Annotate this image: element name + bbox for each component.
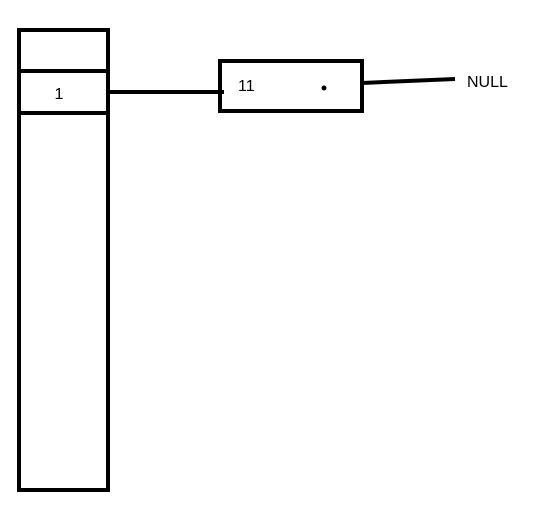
- pointer-line-node-to-null: [361, 77, 456, 85]
- array-cell-1: [17, 69, 110, 115]
- null-terminator: NULL: [467, 74, 508, 91]
- array-column: [17, 28, 110, 492]
- list-node-11: [218, 59, 364, 113]
- array-cell-1-label: 1: [55, 86, 64, 103]
- next-pointer-dot: [321, 85, 327, 91]
- list-node-11-value: 11: [238, 78, 255, 95]
